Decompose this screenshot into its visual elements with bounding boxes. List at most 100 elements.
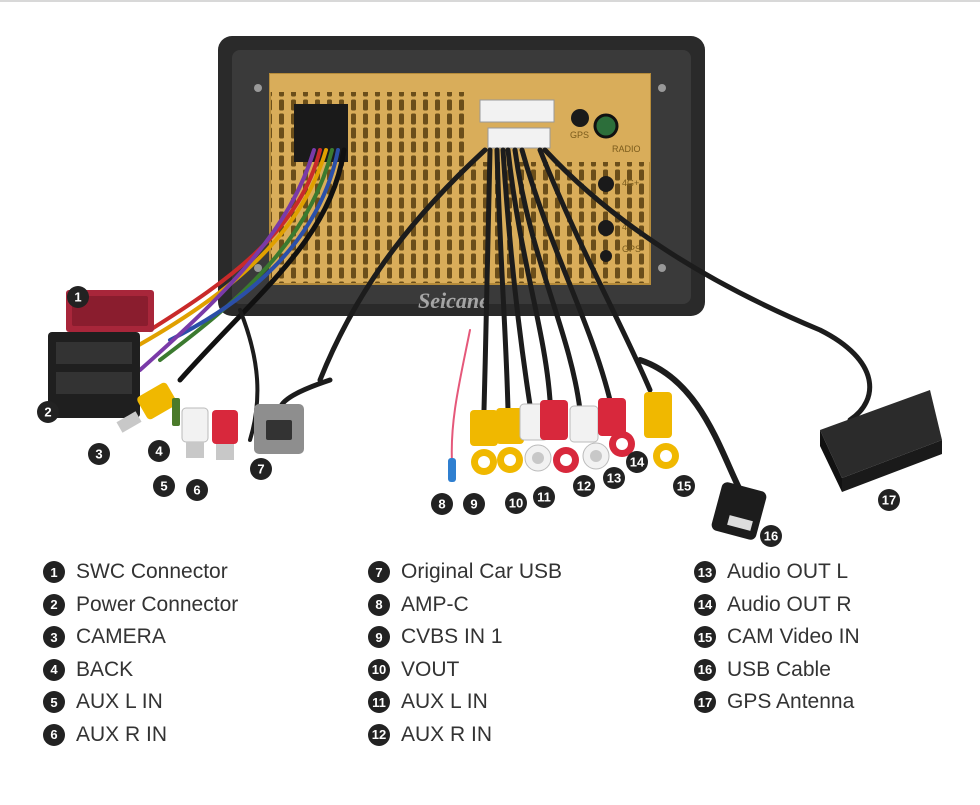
legend-item-6: 6 AUX R IN: [43, 719, 238, 752]
svg-text:11: 11: [537, 490, 551, 505]
callout-3: 3: [88, 443, 110, 465]
callout-15: 15: [673, 475, 695, 497]
rca-jack-vout: [496, 408, 524, 473]
legend-item-5: 5 AUX L IN: [43, 686, 238, 719]
usb-cable-end: [711, 482, 767, 540]
legend-number-badge: 14: [694, 593, 716, 616]
legend-number-badge: 7: [368, 561, 390, 584]
rca-jack-cam-video-in: [644, 392, 679, 469]
legend-label: VOUT: [401, 657, 460, 681]
callouts: 1 2 3 4 5 6 7 8 9 10 11 12 13 14 15 16 1…: [37, 286, 900, 547]
panel-label-gps: GPS: [570, 130, 589, 140]
callout-17: 17: [878, 489, 900, 511]
legend-number-badge: 16: [694, 658, 716, 681]
callout-9: 9: [463, 493, 485, 515]
callout-6: 6: [186, 479, 208, 501]
legend-number-badge: 5: [43, 691, 65, 714]
legend-number-badge: 11: [368, 691, 390, 714]
svg-text:9: 9: [470, 497, 477, 512]
legend-label: AMP-C: [401, 592, 469, 616]
legend-number-badge: 13: [694, 561, 716, 584]
legend-item-14: 14 Audio OUT R: [694, 589, 860, 622]
aux-l-in-plug: [181, 407, 209, 458]
svg-text:8: 8: [438, 497, 445, 512]
callout-2: 2: [37, 401, 59, 423]
callout-14: 14: [626, 451, 648, 473]
svg-text:1: 1: [74, 290, 81, 305]
legend-label: CVBS IN 1: [401, 625, 503, 649]
panel-label-radio: RADIO: [612, 144, 641, 154]
legend-item-13: 13 Audio OUT L: [694, 556, 860, 589]
legend-label: Original Car USB: [401, 560, 563, 584]
svg-text:17: 17: [882, 493, 896, 508]
callout-7: 7: [250, 458, 272, 480]
amp-c-wire-end: [448, 458, 456, 482]
legend-number-badge: 10: [368, 658, 390, 681]
legend-item-8: 8 AMP-C: [368, 589, 562, 622]
power-connector: [48, 332, 140, 418]
svg-text:3: 3: [95, 447, 102, 462]
callout-8: 8: [431, 493, 453, 515]
legend-number-badge: 4: [43, 658, 65, 681]
legend-label: Audio OUT L: [727, 560, 849, 584]
svg-text:4: 4: [155, 444, 163, 459]
svg-text:13: 13: [607, 471, 621, 486]
svg-text:10: 10: [509, 496, 523, 511]
svg-text:2: 2: [44, 405, 51, 420]
legend-number-badge: 15: [694, 626, 716, 649]
legend-label: CAMERA: [76, 625, 166, 649]
legend-label: USB Cable: [727, 657, 831, 681]
svg-text:15: 15: [677, 479, 691, 494]
legend-label: SWC Connector: [76, 560, 228, 584]
gps-antenna: [820, 390, 942, 492]
aux-r-in-plug: [212, 410, 238, 460]
legend-label: Audio OUT R: [727, 592, 852, 616]
original-car-usb-plug: [254, 404, 304, 454]
svg-text:12: 12: [577, 479, 591, 494]
legend-label: GPS Antenna: [727, 690, 855, 714]
cable-harness: [128, 147, 873, 493]
callout-12: 12: [573, 475, 595, 497]
callout-4: 4: [148, 440, 170, 462]
svg-text:16: 16: [764, 529, 778, 544]
legend-item-1: 1 SWC Connector: [43, 556, 238, 589]
legend-item-17: 17 GPS Antenna: [694, 686, 860, 719]
legend-item-12: 12 AUX R IN: [368, 719, 562, 752]
brand-watermark: Seicane: [418, 288, 489, 313]
panel-label-4g-plus: 4G+: [622, 178, 639, 188]
legend-number-badge: 12: [368, 723, 390, 746]
legend-label: AUX L IN: [401, 690, 488, 714]
legend-label: AUX R IN: [76, 722, 168, 746]
callout-1: 1: [67, 286, 89, 308]
rca-jack-cvbs-in-1: [470, 410, 498, 475]
legend-item-7: 7 Original Car USB: [368, 556, 562, 589]
legend-number-badge: 3: [43, 626, 65, 649]
legend-number-badge: 17: [694, 691, 716, 714]
rca-jack-audio-out-r: [598, 398, 635, 457]
legend-number-badge: 6: [43, 723, 65, 746]
callout-5: 5: [153, 475, 175, 497]
top-divider: [0, 0, 980, 2]
svg-text:7: 7: [257, 462, 264, 477]
legend-label: AUX L IN: [76, 690, 163, 714]
legend-label: AUX R IN: [401, 722, 493, 746]
wiring-diagram: GPS RADIO 4G+ 4G- GPS Seicane: [37, 36, 942, 547]
legend-number-badge: 2: [43, 593, 65, 616]
callout-13: 13: [603, 467, 625, 489]
legend-number-badge: 1: [43, 561, 65, 584]
legend-number-badge: 8: [368, 593, 390, 616]
legend-item-11: 11 AUX L IN: [368, 686, 562, 719]
svg-text:6: 6: [193, 483, 200, 498]
callout-10: 10: [505, 492, 527, 514]
legend-item-16: 16 USB Cable: [694, 654, 860, 687]
panel-label-gps-2: GPS: [622, 244, 641, 254]
legend-item-10: 10 VOUT: [368, 654, 562, 687]
rca-jack-aux-r-in: [540, 400, 579, 473]
